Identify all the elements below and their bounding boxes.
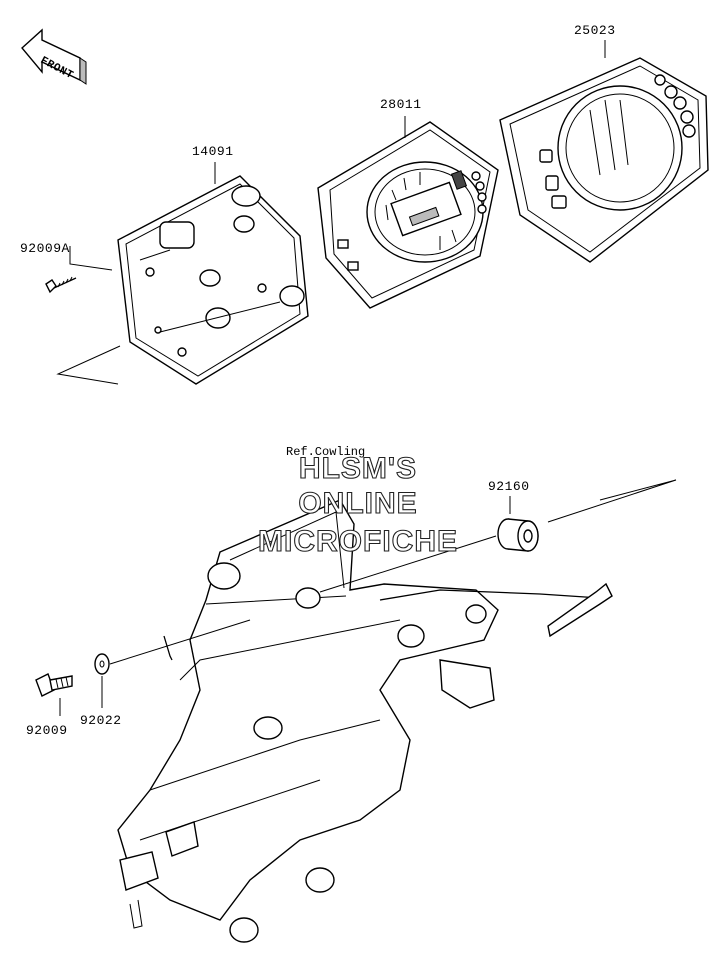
meter-case[interactable] <box>117 175 309 385</box>
washer-92022[interactable] <box>94 653 110 675</box>
label-14091: 14091 <box>192 144 234 159</box>
screw-92009a[interactable] <box>45 276 77 294</box>
watermark-line-2: ONLINE <box>298 487 417 520</box>
meter-cover[interactable] <box>499 57 709 263</box>
label-92009: 92009 <box>26 723 68 738</box>
part-labels: 25023 28011 14091 92009A 92160 92009 920… <box>20 23 616 738</box>
ref-cowling-note: Ref.Cowling <box>286 445 365 459</box>
watermark-line-3: MICROFICHE <box>258 525 458 558</box>
front-arrow-icon: FRONT <box>21 28 87 85</box>
watermark: HLSM'S ONLINE MICROFICHE <box>257 451 458 558</box>
label-92022: 92022 <box>80 713 122 728</box>
leader-lines <box>56 40 677 716</box>
label-25023: 25023 <box>574 23 616 38</box>
meter-bracket[interactable] <box>117 499 613 943</box>
bolt-92009[interactable] <box>35 673 73 697</box>
label-28011: 28011 <box>380 97 422 112</box>
meter-assembly[interactable] <box>317 121 499 309</box>
watermark-line-1: HLSM'S <box>299 452 417 485</box>
label-92009a: 92009A <box>20 241 70 256</box>
label-92160: 92160 <box>488 479 530 494</box>
grommet-92160[interactable] <box>497 518 539 552</box>
